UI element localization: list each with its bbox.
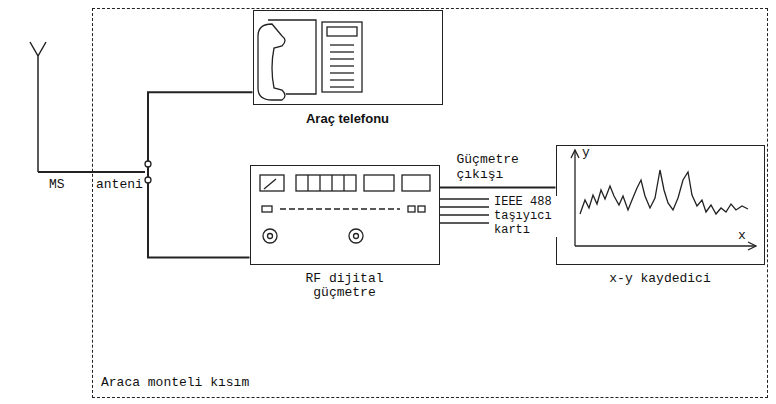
axis-label: y	[581, 146, 591, 161]
power-meter-box: RF dijital güçmetre	[250, 165, 440, 265]
axis-label: x	[737, 229, 747, 244]
wire	[440, 187, 556, 189]
region-label: Araca monteli kısım	[101, 376, 249, 391]
recorder-plot	[571, 150, 756, 250]
device-label: RF dijital güçmetre	[290, 272, 400, 302]
ieee-488-lines	[440, 199, 489, 223]
antenna-symbol	[30, 42, 145, 172]
antenna-label: MS	[48, 178, 66, 193]
recorder-box: x-y kaydedici	[556, 145, 765, 265]
bus-label: IEEE 488 taşıyıcı kartı	[493, 196, 557, 237]
phone-box: Araç telefonu	[253, 10, 443, 105]
device-label: Araç telefonu	[268, 112, 428, 127]
phone-illustration	[258, 20, 362, 100]
vehicle-boundary: Araca monteli kısım Araç telefonu RF dijit…	[92, 8, 768, 398]
device-label: x-y kaydedici	[590, 272, 730, 287]
power-meter-illustration	[260, 175, 430, 243]
wire	[148, 92, 253, 257]
antenna-label: anteni	[95, 178, 144, 193]
connector-label: Güçmetre çıkışı	[456, 153, 530, 183]
terminal	[145, 161, 151, 167]
terminal	[145, 177, 151, 183]
